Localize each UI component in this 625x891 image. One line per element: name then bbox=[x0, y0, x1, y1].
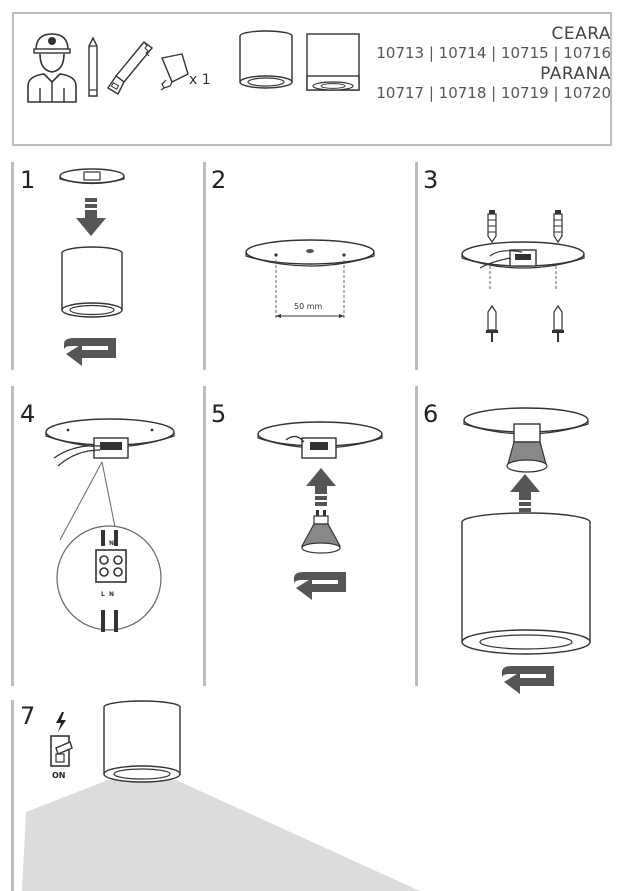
step6-mounting-plate bbox=[463, 407, 589, 473]
step3-screw-top-left-icon bbox=[487, 210, 497, 244]
step1-mounting-plate bbox=[59, 168, 125, 185]
step5-gu10-bulb-icon bbox=[300, 510, 342, 554]
divider-step-5 bbox=[203, 386, 206, 686]
step-number-7: 7 bbox=[20, 702, 36, 730]
step3-screw-bottom-left-icon bbox=[486, 304, 498, 342]
step2-dimension-label: 50 mm bbox=[294, 302, 323, 311]
step4-mounting-plate bbox=[45, 418, 175, 467]
pencil-icon bbox=[88, 36, 98, 97]
step-number-6: 6 bbox=[423, 400, 439, 428]
step1-rotate-arrow-icon bbox=[64, 338, 116, 366]
power-switch-icon bbox=[50, 735, 73, 767]
lightning-icon bbox=[56, 712, 66, 732]
step3-screw-bottom-right-icon bbox=[552, 304, 564, 342]
step-number-4: 4 bbox=[20, 400, 36, 428]
step6-rotate-arrow-icon bbox=[502, 666, 554, 694]
gu10-bulb-icon bbox=[160, 53, 189, 91]
step1-down-arrow bbox=[76, 198, 106, 236]
divider-step-2 bbox=[203, 162, 206, 370]
step4-terminal-bottom-labels: L N bbox=[101, 591, 115, 598]
model-codes-parana: 10717 | 10718 | 10719 | 10720 bbox=[376, 84, 611, 102]
saw-icon bbox=[107, 41, 154, 95]
step6-lamp-body bbox=[461, 512, 591, 655]
bulb-quantity: x 1 bbox=[189, 72, 211, 88]
step4-terminal-top-labels: L N bbox=[101, 540, 115, 547]
step6-up-arrow bbox=[510, 474, 540, 512]
step-number-5: 5 bbox=[211, 400, 227, 428]
step-number-2: 2 bbox=[211, 166, 227, 194]
step5-rotate-arrow-icon bbox=[294, 572, 346, 600]
step7-lamp-body bbox=[103, 700, 181, 783]
divider-step-6 bbox=[415, 386, 418, 686]
switch-on-label: ON bbox=[52, 771, 66, 780]
divider-step-1 bbox=[11, 162, 14, 370]
model-name-parana: PARANA bbox=[540, 64, 611, 84]
model-parana: PARANA 10717 | 10718 | 10719 | 10720 bbox=[376, 64, 611, 102]
model-codes-ceara: 10713 | 10714 | 10715 | 10716 bbox=[376, 44, 611, 62]
step3-screw-top-right-icon bbox=[553, 210, 563, 244]
step4-connector-detail bbox=[56, 461, 162, 632]
divider-step-4 bbox=[11, 386, 14, 686]
step-number-1: 1 bbox=[20, 166, 36, 194]
step5-up-arrow bbox=[306, 468, 336, 506]
divider-step-3 bbox=[415, 162, 418, 370]
installer-icon bbox=[27, 33, 77, 103]
header-panel bbox=[12, 12, 612, 146]
step5-mounting-plate bbox=[257, 421, 383, 459]
model-name-ceara: CEARA bbox=[551, 24, 611, 44]
divider-step-7 bbox=[11, 700, 14, 891]
model-ceara: CEARA 10713 | 10714 | 10715 | 10716 bbox=[376, 24, 611, 62]
step2-mounting-plate bbox=[245, 239, 375, 318]
step3-mounting-plate bbox=[461, 241, 585, 290]
step1-lamp-body bbox=[61, 246, 123, 318]
step-number-3: 3 bbox=[423, 166, 439, 194]
round-lamp-icon bbox=[239, 30, 293, 89]
square-lamp-icon bbox=[306, 33, 360, 91]
